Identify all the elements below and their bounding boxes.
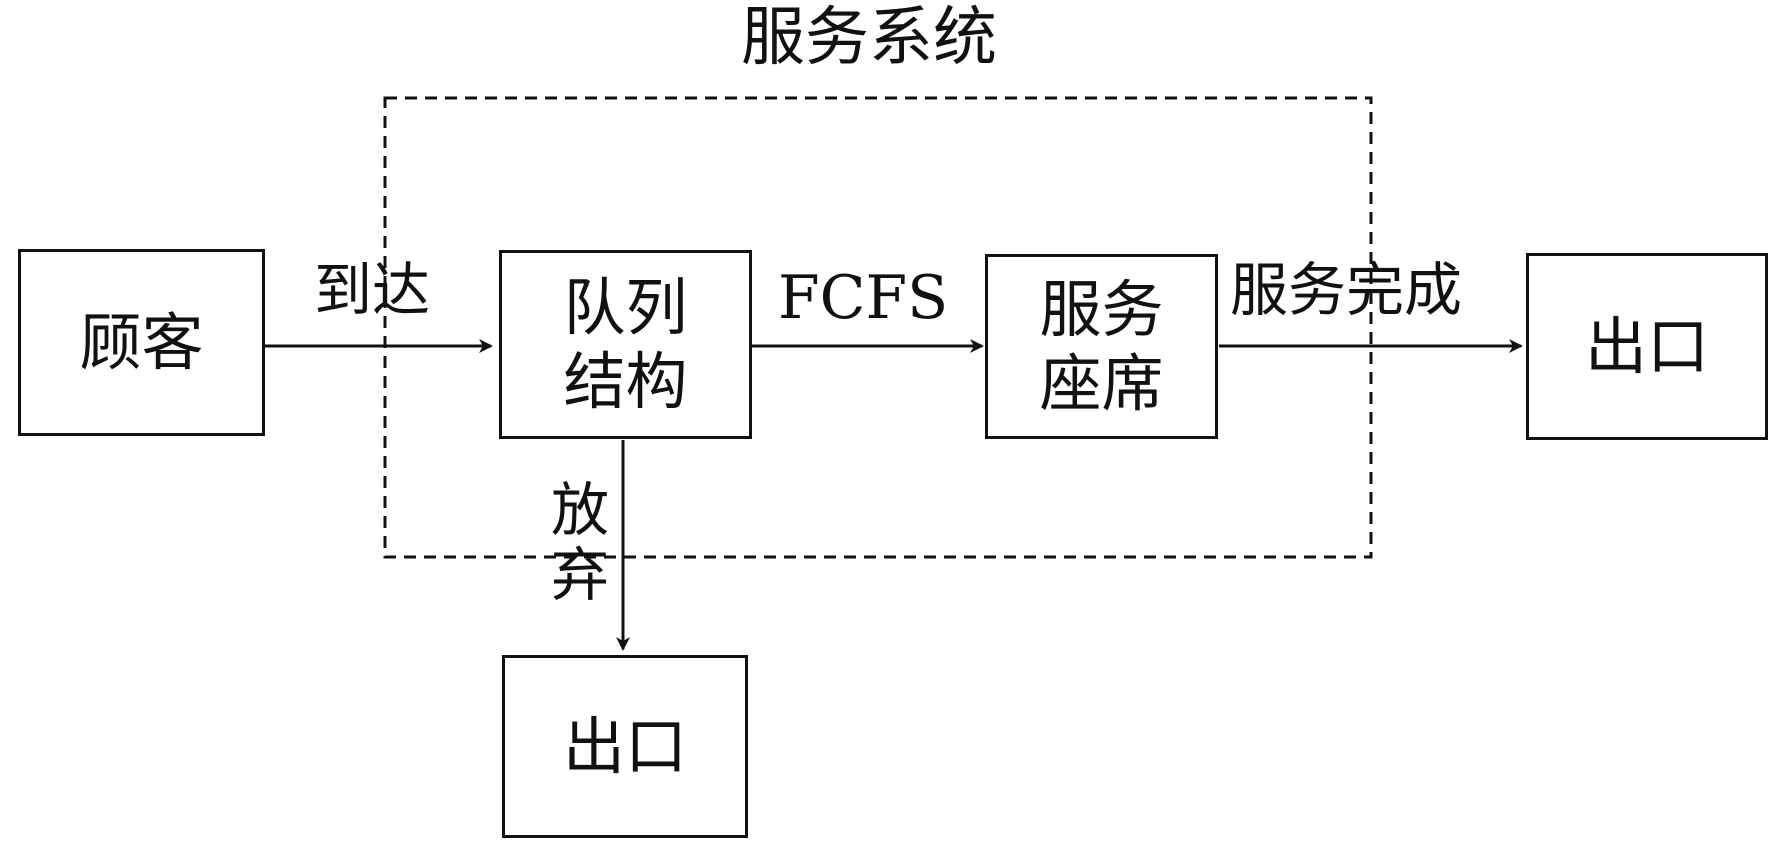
arrival-label: 到达 bbox=[314, 256, 431, 324]
service-label-line-2: 座席 bbox=[1039, 346, 1164, 420]
service-seat-node: 服务 座席 bbox=[985, 254, 1218, 439]
queue-structure-node: 队列 结构 bbox=[499, 250, 752, 439]
queue-label-line-2: 结构 bbox=[563, 344, 688, 418]
abandon-label-line-1: 放 bbox=[550, 476, 609, 544]
bottom-exit-label: 出口 bbox=[562, 709, 687, 783]
bottom-exit-node: 出口 bbox=[502, 655, 748, 838]
right-exit-node: 出口 bbox=[1526, 253, 1768, 440]
fcfs-label: FCFS bbox=[778, 263, 949, 333]
service-complete-label: 服务完成 bbox=[1230, 256, 1463, 324]
abandon-label: 放 弃 bbox=[545, 478, 615, 608]
abandon-label-line-2: 弃 bbox=[550, 540, 609, 609]
right-exit-label: 出口 bbox=[1584, 309, 1709, 383]
service-system-title: 服务系统 bbox=[741, 1, 997, 75]
customer-label: 顾客 bbox=[79, 305, 204, 379]
queue-label-line-1: 队列 bbox=[563, 271, 688, 345]
service-system-boundary bbox=[383, 96, 1373, 559]
service-label-line-1: 服务 bbox=[1039, 273, 1164, 347]
customer-node: 顾客 bbox=[18, 249, 265, 436]
